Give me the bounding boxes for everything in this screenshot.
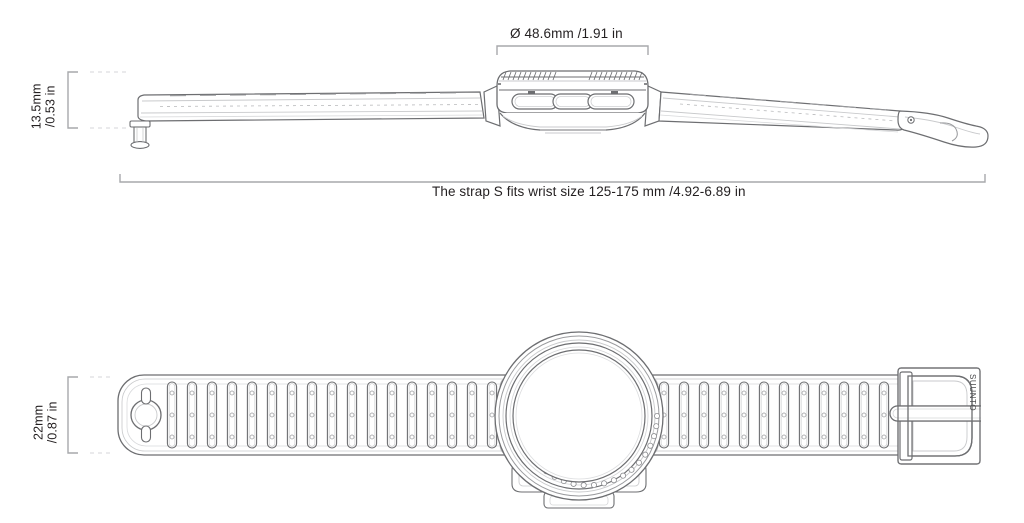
case-button-left bbox=[511, 91, 559, 110]
buckle-frame-top: SUUNTO bbox=[889, 367, 1024, 465]
spring-bar-pin bbox=[129, 120, 151, 149]
case-button-center bbox=[552, 93, 594, 110]
case-thickness-imperial: /0.53 in bbox=[44, 85, 58, 128]
top-view: SUUNTO bbox=[117, 331, 1024, 509]
dimension-case-diameter bbox=[496, 45, 649, 55]
buckle-tip-side bbox=[897, 110, 989, 148]
strap-left-side-profile bbox=[137, 91, 485, 122]
case-thickness-label: 13.5mm /0.53 in bbox=[30, 56, 59, 156]
dimension-case-thickness bbox=[67, 71, 128, 129]
strap-left-top bbox=[117, 374, 539, 456]
buckle-brand-text: SUUNTO bbox=[968, 374, 977, 411]
dimension-strap-width bbox=[67, 376, 112, 454]
strap-right-side-profile bbox=[658, 91, 907, 133]
case-button-right bbox=[587, 91, 635, 110]
watch-case-side bbox=[483, 70, 662, 134]
strap-width-label: 22mm /0.87 in bbox=[32, 372, 61, 472]
strap-width-imperial: /0.87 in bbox=[46, 401, 60, 444]
dimension-strap-length bbox=[119, 174, 986, 183]
strap-width-metric: 22mm bbox=[31, 404, 46, 440]
case-thickness-metric: 13.5mm bbox=[29, 83, 44, 130]
watch-case-top bbox=[494, 331, 664, 509]
case-diameter-label: Ø 48.6mm /1.91 in bbox=[510, 26, 623, 41]
strap-fit-label: The strap S fits wrist size 125-175 mm /… bbox=[432, 184, 746, 199]
side-view bbox=[129, 70, 989, 149]
